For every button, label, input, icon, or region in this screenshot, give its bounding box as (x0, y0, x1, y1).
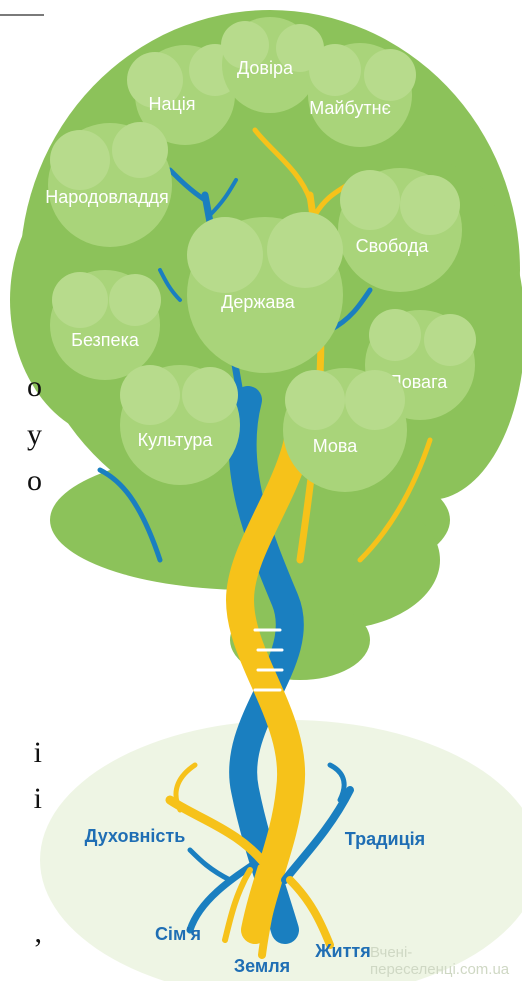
leaf-label-dovira: Довіра (237, 58, 294, 78)
watermark: Вчені-переселенці.com.ua (370, 944, 522, 978)
leaf-label-derzhava: Держава (221, 292, 296, 312)
edge-fragment: , (0, 918, 42, 948)
root-label-dukhovnist: Духовність (85, 826, 186, 846)
edge-fragment: о (0, 466, 42, 496)
leaf-label-mova: Мова (313, 436, 359, 456)
edge-fragment: і (0, 784, 42, 814)
root-label-zemlia: Земля (234, 956, 290, 976)
edge-fragment: о (0, 372, 42, 402)
leaf-cluster-svoboda: Свобода (338, 168, 462, 292)
leaf-label-kultura: Культура (138, 430, 214, 450)
edge-fragment: і (0, 738, 42, 768)
root-label-tradytsiia: Традиція (345, 829, 425, 849)
leaf-label-bezpeka: Безпека (71, 330, 140, 350)
leaf-label-narodovladdia: Народовладдя (45, 187, 169, 207)
leaf-label-maibutnie: Майбутнє (309, 98, 391, 118)
leaf-cluster-derzhava: Держава (187, 212, 343, 373)
edge-fragment: у (0, 420, 42, 450)
leaf-cluster-mova: Мова (283, 368, 407, 492)
leaf-cluster-kultura: Культура (120, 365, 240, 485)
root-label-zhyttia: Життя (314, 941, 370, 961)
leaf-label-natsiia: Нація (148, 94, 195, 114)
root-label-simia: Сім'я (155, 924, 201, 944)
leaf-label-svoboda: Свобода (356, 236, 430, 256)
